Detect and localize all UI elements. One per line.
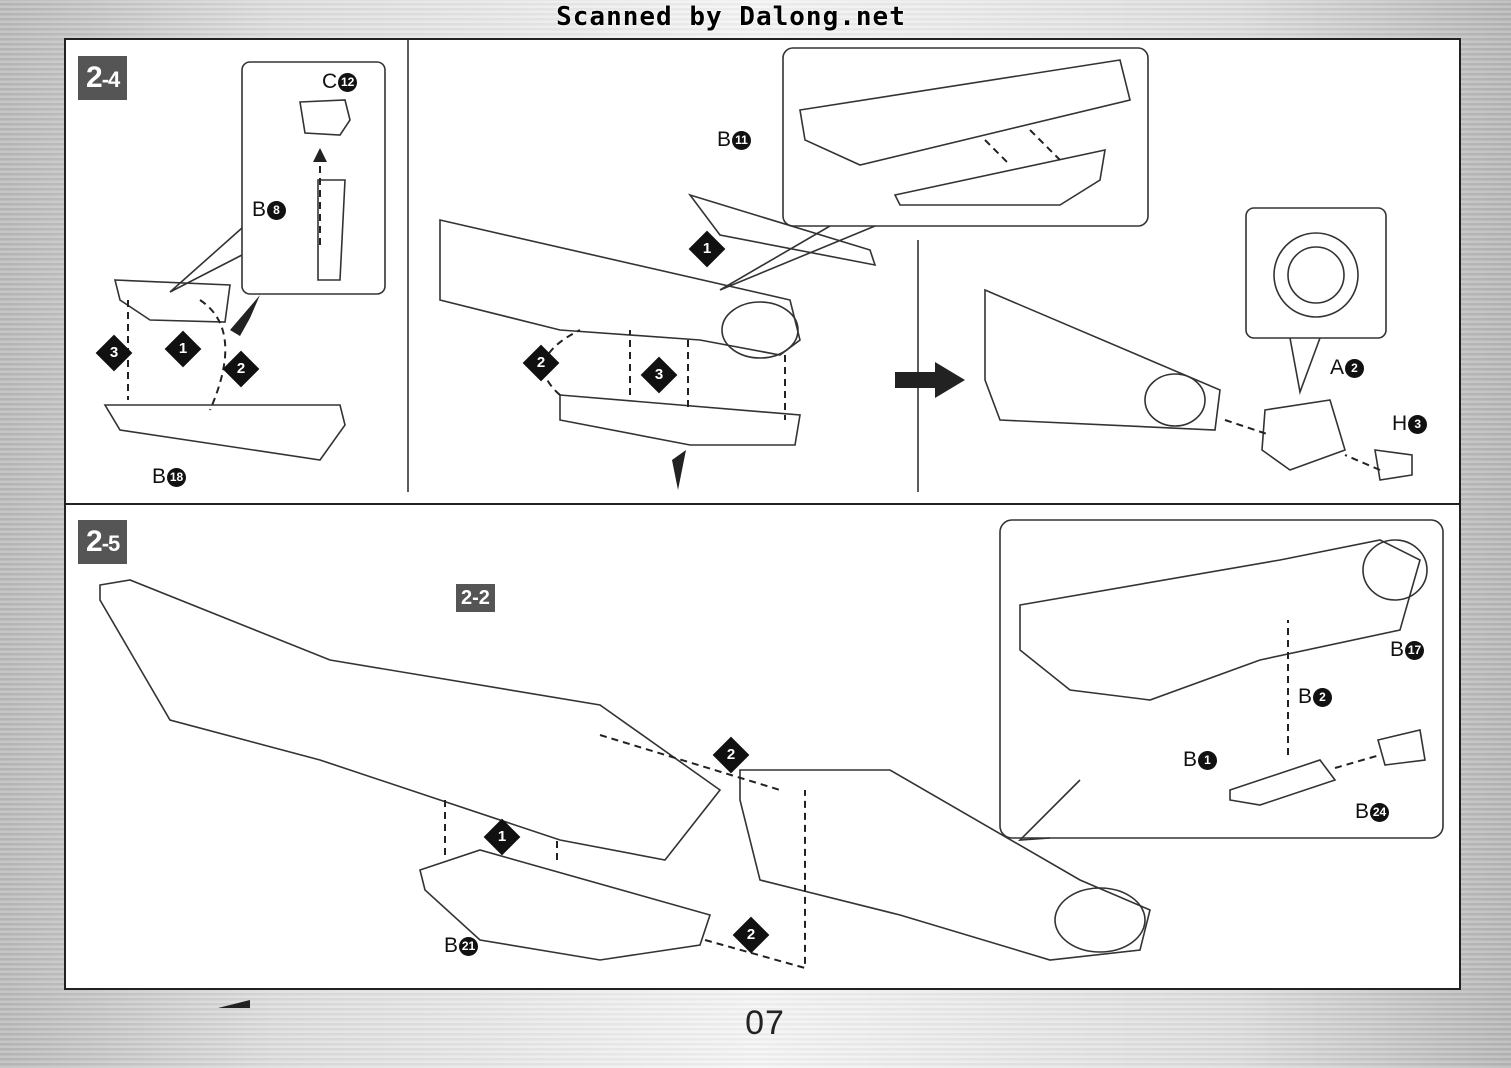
- order-mark-2: 2: [222, 350, 260, 388]
- step-2-4-tag: 2-4: [78, 56, 128, 100]
- instruction-frame: [64, 38, 1461, 990]
- section-divider: [64, 503, 1461, 505]
- page-number: 07: [745, 1004, 785, 1042]
- order-mark-2: 2: [712, 736, 750, 774]
- scan-watermark: Scanned by Dalong.net: [556, 2, 906, 32]
- order-mark-1: 1: [688, 230, 726, 268]
- order-mark-3: 3: [640, 356, 678, 394]
- order-mark-3: 3: [95, 334, 133, 372]
- order-mark-1: 1: [164, 330, 202, 368]
- order-mark-1: 1: [483, 818, 521, 856]
- order-mark-2: 2: [732, 916, 770, 954]
- reference-step-tag: 2-2: [456, 584, 495, 612]
- order-mark-2: 2: [522, 344, 560, 382]
- step-2-5-tag: 2-5: [78, 520, 128, 564]
